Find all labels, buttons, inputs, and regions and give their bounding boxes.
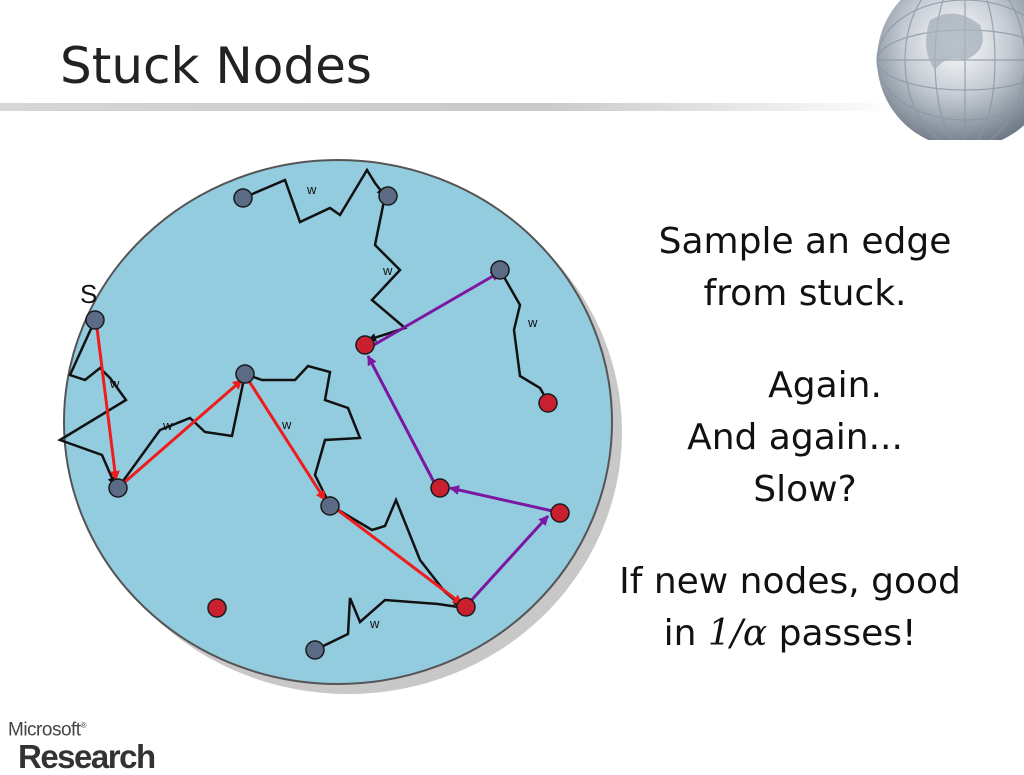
math-inverse-alpha: 1/α (707, 613, 768, 654)
walk-path-left (57, 319, 128, 486)
text-line: And again... (687, 417, 903, 458)
walk-label: w (306, 182, 317, 197)
text-passes: passes! (778, 613, 917, 654)
purple-edge (371, 270, 501, 348)
red-edge (95, 327, 120, 481)
gray-node (235, 364, 255, 384)
text-line: Slow? (753, 469, 857, 510)
microsoft-research-logo: Microsoft® Research (8, 715, 156, 775)
walk-path-top (242, 167, 386, 224)
walk-label: w (369, 616, 380, 631)
red-node (538, 393, 558, 413)
gray-node (85, 310, 105, 330)
logo-microsoft: Microsoft (8, 719, 81, 741)
red-node (430, 478, 450, 498)
text-line: from stuck. (703, 273, 907, 314)
text-line: Again. (768, 365, 882, 406)
purple-edge (466, 514, 550, 606)
red-edge (117, 378, 243, 490)
logo-research: Research (18, 738, 156, 775)
gray-node (305, 640, 325, 660)
walk-label: w (382, 263, 393, 278)
red-node (550, 503, 570, 523)
red-edge (245, 377, 327, 501)
gray-node (320, 496, 340, 516)
red-nodes (207, 335, 570, 618)
red-node (355, 335, 375, 355)
gray-nodes (85, 186, 510, 660)
walk-label: w (281, 417, 292, 432)
slide-title: Stuck Nodes (60, 37, 372, 95)
text-line: If new nodes, good (619, 561, 961, 602)
gray-node (108, 478, 128, 498)
walk-label: w (162, 418, 173, 433)
purple-edges (366, 270, 558, 606)
text-line: Sample an edge (658, 221, 952, 262)
source-label: S (80, 279, 97, 309)
text-in: in (663, 613, 697, 654)
walk-path-bottom (314, 597, 466, 652)
walk-label: w (109, 376, 120, 391)
walk-path-mid (116, 364, 362, 506)
logo-tm: ® (80, 721, 87, 730)
walk-label: w (527, 315, 538, 330)
gray-node (378, 186, 398, 206)
red-node (207, 598, 227, 618)
purple-edge (366, 355, 438, 487)
purple-edge (449, 485, 558, 514)
red-edge (334, 506, 463, 606)
text-line-passes: in 1/α passes! (600, 608, 980, 660)
text-new-nodes: If new nodes, good in 1/α passes! (600, 556, 980, 660)
red-node (456, 597, 476, 617)
graph-disk (63, 159, 613, 685)
red-edges (95, 327, 463, 606)
text-again: Again. And again... Slow? (640, 360, 970, 516)
walk-path-right (498, 269, 550, 403)
text-sample-edge: Sample an edge from stuck. (640, 216, 970, 320)
title-underline (0, 103, 900, 111)
gray-node (233, 188, 253, 208)
gray-node (490, 260, 510, 280)
globe-icon (876, 0, 1024, 140)
